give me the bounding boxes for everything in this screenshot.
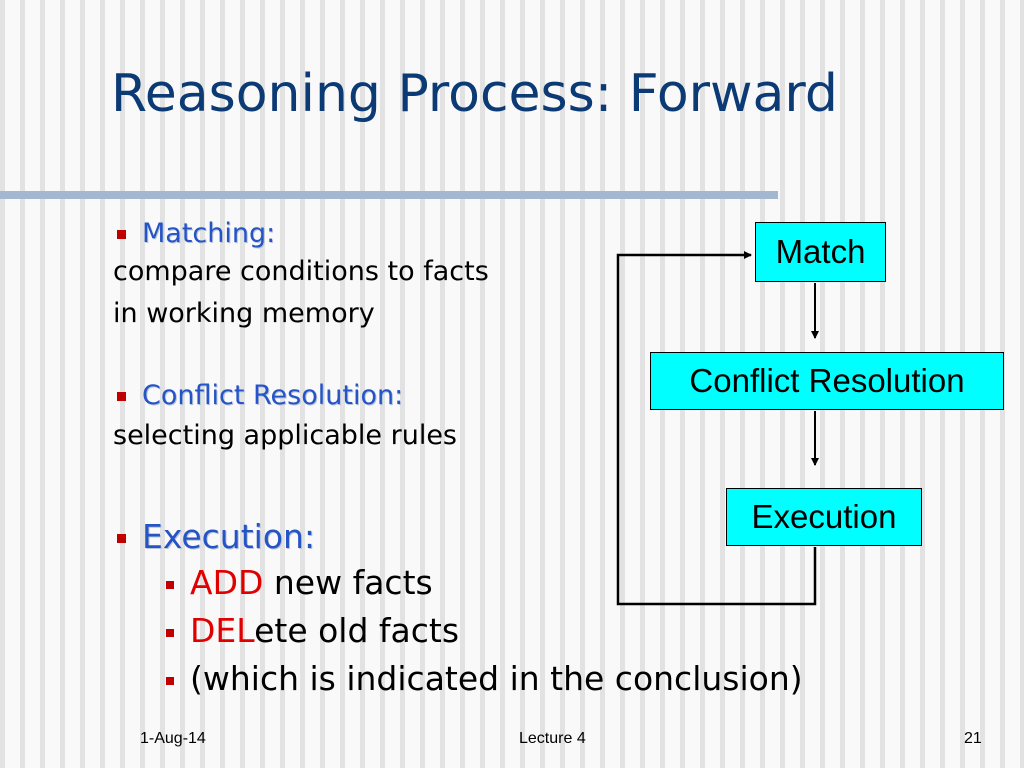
sub-bullet-text: (which is indicated in the conclusion) xyxy=(190,659,803,698)
square-bullet-icon xyxy=(117,230,126,239)
footer-lecture: Lecture 4 xyxy=(519,730,586,747)
square-bullet-icon xyxy=(166,676,174,685)
bullet-matching: Matching: xyxy=(117,220,275,247)
sub-bullet-add: ADD new facts xyxy=(166,566,433,599)
sub-bullet-note: (which is indicated in the conclusion) xyxy=(166,662,803,695)
flow-box-match: Match xyxy=(755,222,886,282)
footer-date: 1-Aug-14 xyxy=(140,730,206,747)
bullet-heading: Conflict Resolution: xyxy=(142,380,404,411)
bullet-conflict-resolution: Conflict Resolution: xyxy=(117,382,403,409)
square-bullet-icon xyxy=(166,628,174,637)
loop-back-connector xyxy=(616,251,817,606)
highlight-text: ADD xyxy=(190,563,264,602)
bullet-description: in working memory xyxy=(113,298,375,329)
sub-bullet-text: ete old facts xyxy=(254,611,460,650)
flow-box-conflict-resolution: Conflict Resolution xyxy=(650,352,1004,410)
title-divider xyxy=(0,191,778,199)
sub-bullet-delete: DELete old facts xyxy=(166,614,459,647)
footer-page-number: 21 xyxy=(964,730,982,747)
square-bullet-icon xyxy=(166,580,174,589)
bullet-heading: Execution: xyxy=(142,517,316,556)
bullet-description: selecting applicable rules xyxy=(113,420,457,451)
sub-bullet-text: new facts xyxy=(263,563,433,602)
bullet-heading: Matching: xyxy=(142,218,276,249)
bullet-description: compare conditions to facts xyxy=(113,256,489,287)
square-bullet-icon xyxy=(117,534,126,543)
highlight-text: DEL xyxy=(190,611,255,650)
slide-title: Reasoning Process: Forward xyxy=(111,64,838,124)
bullet-execution: Execution: xyxy=(117,520,315,553)
square-bullet-icon xyxy=(117,392,126,401)
flow-box-execution: Execution xyxy=(726,488,922,546)
